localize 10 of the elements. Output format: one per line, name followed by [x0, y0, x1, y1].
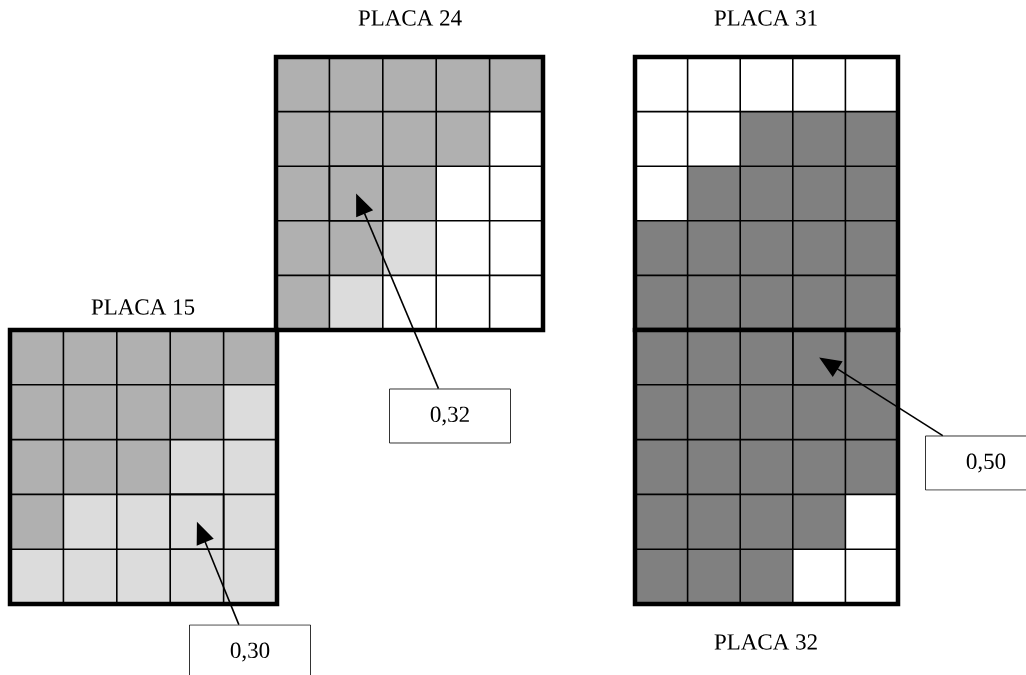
value-box: 0,32	[389, 388, 511, 444]
value-box: 0,50	[925, 435, 1026, 491]
grid-cell	[792, 329, 847, 386]
value-box: 0,30	[189, 624, 311, 675]
grid-cell	[328, 165, 384, 222]
plate-title: PLACA 24	[358, 10, 462, 26]
plate-title: PLACA 31	[714, 10, 817, 26]
plate-title: PLACA 15	[91, 299, 195, 315]
plate-title: PLACA 32	[714, 634, 817, 650]
grid-cell	[169, 493, 225, 550]
